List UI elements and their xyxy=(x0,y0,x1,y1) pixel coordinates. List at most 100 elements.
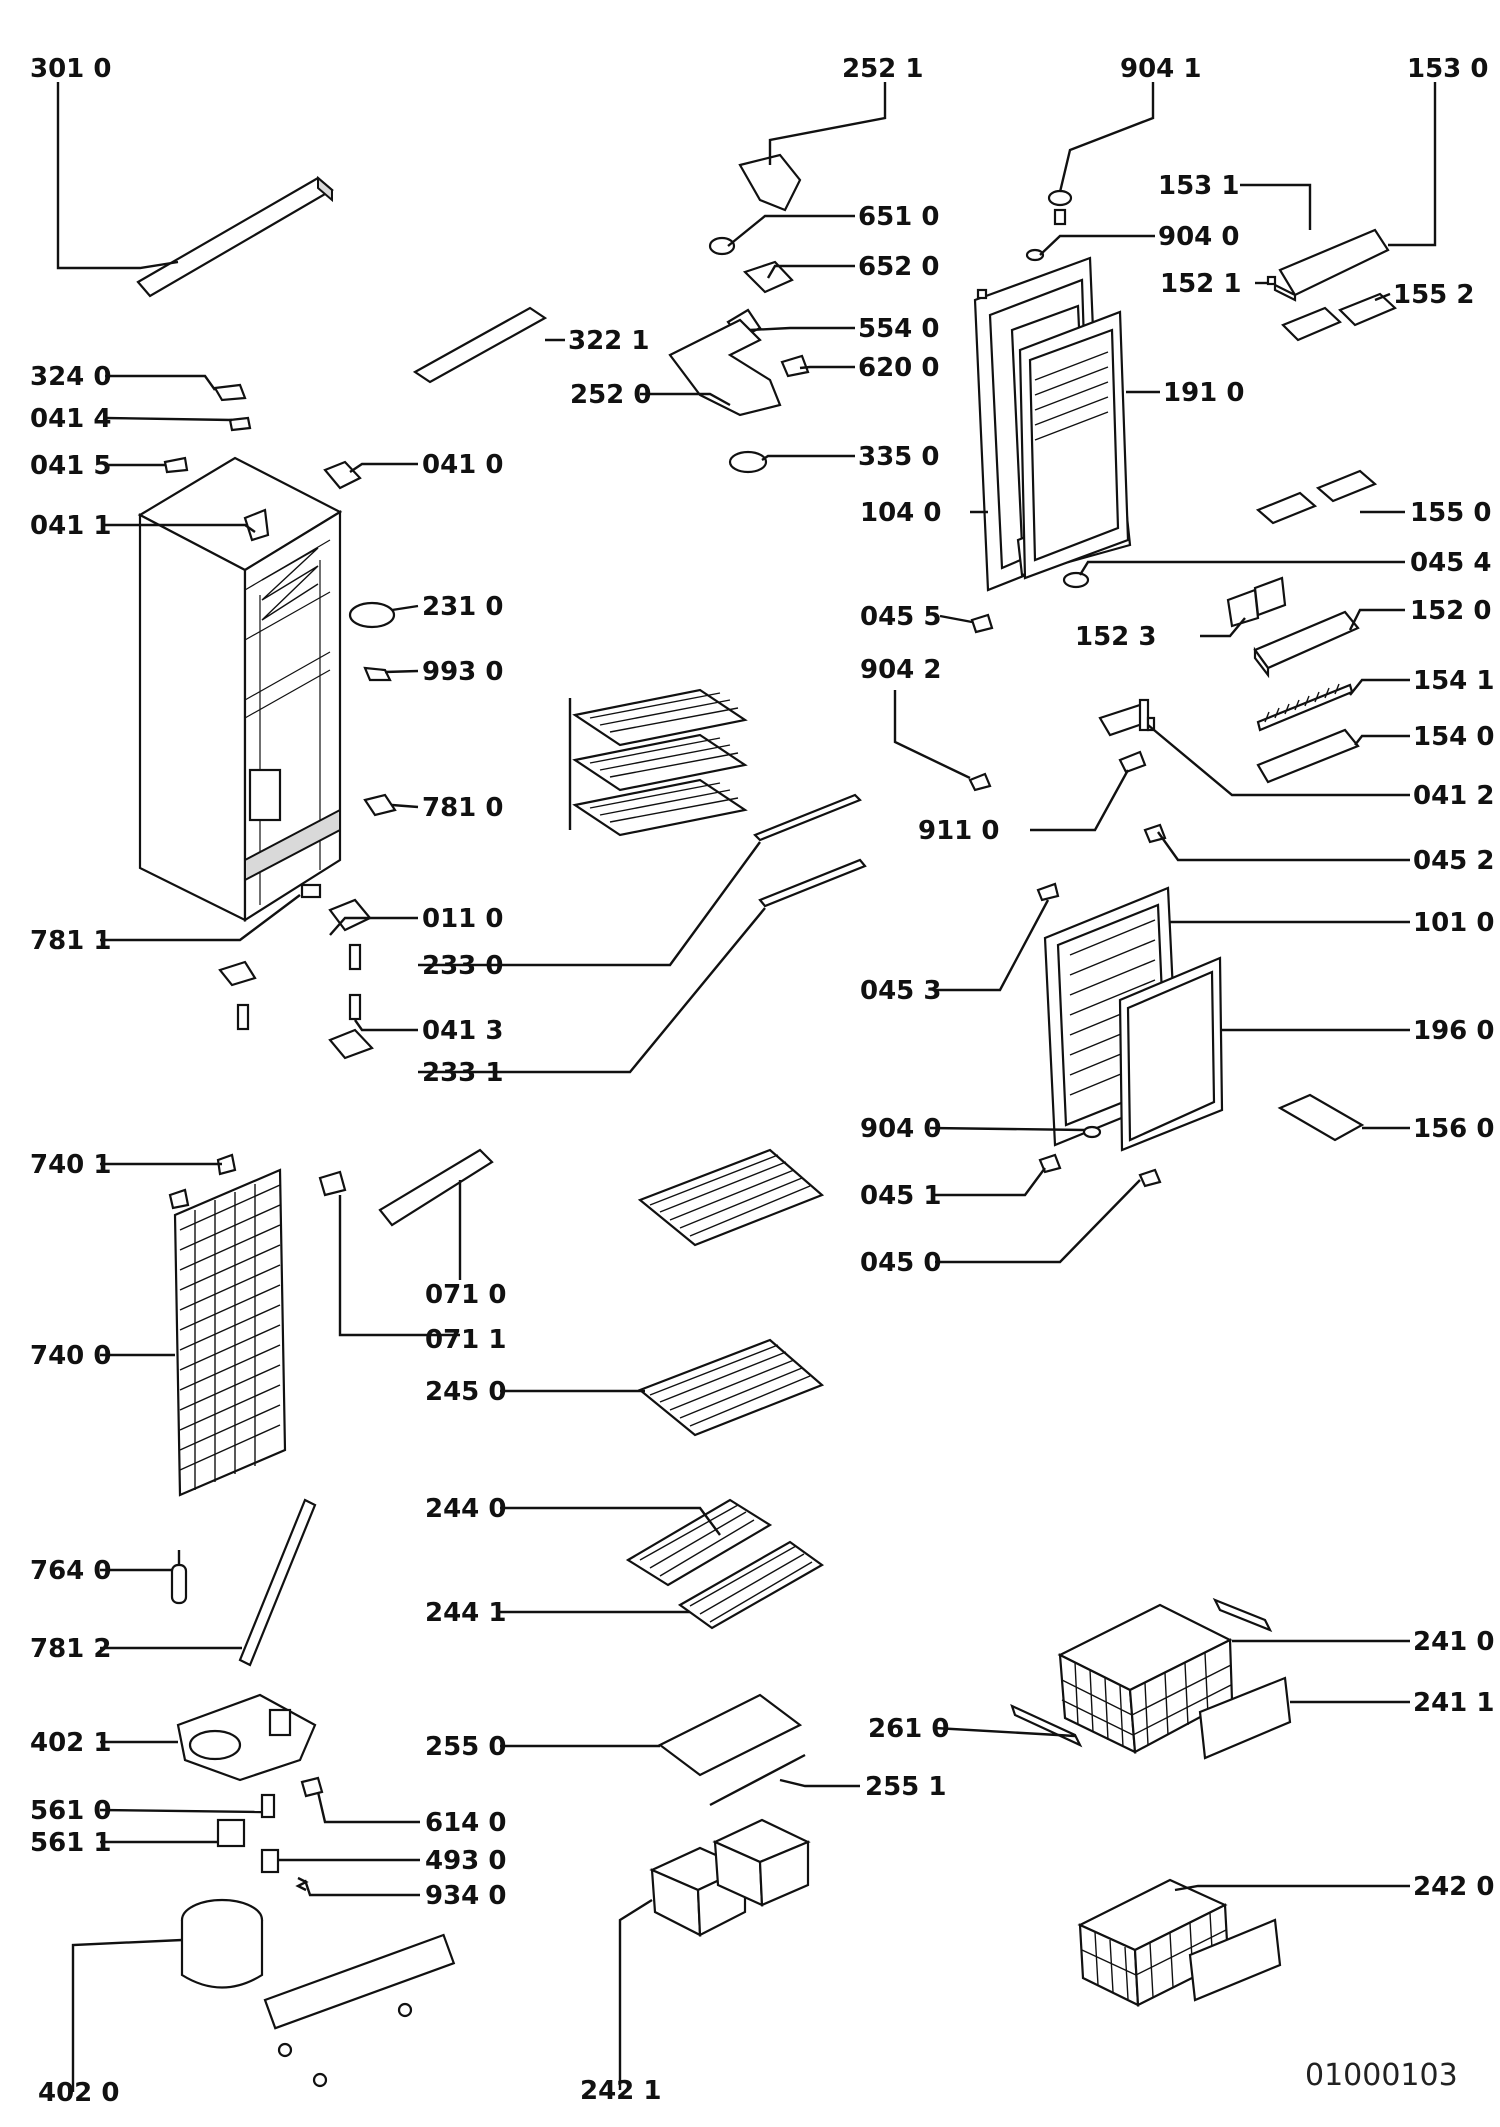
part-labels: 301 0 252 1 904 1 153 0 651 0 153 1 652 … xyxy=(30,54,1494,2108)
long-bar-part xyxy=(238,1498,317,1667)
freezer-shelves-wireframe xyxy=(568,688,867,908)
crisper-cover-parts xyxy=(657,1693,806,1807)
freezer-bracket-part xyxy=(1143,823,1167,844)
foot-part xyxy=(363,793,397,817)
label-241-0: 241 0 xyxy=(1413,1627,1494,1657)
label-764-0: 764 0 xyxy=(30,1556,111,1586)
label-041-1: 041 1 xyxy=(30,511,111,541)
label-904-0-lower: 904 0 xyxy=(860,1114,941,1144)
label-011-0: 011 0 xyxy=(422,904,503,934)
label-561-0: 561 0 xyxy=(30,1796,111,1826)
label-301-0: 301 0 xyxy=(30,54,111,84)
label-904-0-upper: 904 0 xyxy=(1158,222,1239,252)
rail-parts xyxy=(318,1148,494,1227)
label-620-0: 620 0 xyxy=(858,353,939,383)
fridge-door-part xyxy=(973,256,1132,592)
label-993-0: 993 0 xyxy=(422,657,503,687)
label-242-1: 242 1 xyxy=(580,2076,661,2106)
label-154-1: 154 1 xyxy=(1413,666,1494,696)
screw-part xyxy=(968,772,992,792)
small-clips-parts xyxy=(163,383,252,474)
condenser-part xyxy=(168,1153,287,1497)
small-screw-part xyxy=(363,666,392,682)
label-740-0: 740 0 xyxy=(30,1341,111,1371)
door-shelves-parts xyxy=(1226,576,1360,784)
label-335-0: 335 0 xyxy=(858,442,939,472)
bush-part xyxy=(1062,571,1090,589)
label-153-0: 153 0 xyxy=(1407,54,1488,84)
label-152-3: 152 3 xyxy=(1075,622,1156,652)
label-155-2: 155 2 xyxy=(1393,280,1474,310)
label-156-0: 156 0 xyxy=(1413,1114,1494,1144)
strip-part xyxy=(412,306,548,384)
drier-part xyxy=(170,1550,188,1605)
label-045-2: 045 2 xyxy=(1413,846,1494,876)
label-934-0: 934 0 xyxy=(425,1881,506,1911)
feet-and-hinge-parts xyxy=(218,883,374,1060)
thermostat-cover-part xyxy=(738,153,802,212)
label-041-0: 041 0 xyxy=(422,450,503,480)
label-152-1: 152 1 xyxy=(1160,269,1241,299)
label-191-0: 191 0 xyxy=(1163,378,1244,408)
label-781-0: 781 0 xyxy=(422,793,503,823)
label-904-1: 904 1 xyxy=(1120,54,1201,84)
label-041-5: 041 5 xyxy=(30,451,111,481)
label-554-0: 554 0 xyxy=(858,314,939,344)
label-402-0: 402 0 xyxy=(38,2078,119,2108)
cabinet-body-part xyxy=(137,456,343,922)
label-045-1: 045 1 xyxy=(860,1181,941,1211)
top-trim-bar-part xyxy=(136,175,334,298)
label-740-1: 740 1 xyxy=(30,1150,111,1180)
label-781-1: 781 1 xyxy=(30,926,111,956)
glass-shelves-parts xyxy=(625,1148,825,1630)
label-071-1: 071 1 xyxy=(425,1325,506,1355)
door-shelf-top-parts xyxy=(1266,228,1397,342)
label-244-0: 244 0 xyxy=(425,1494,506,1524)
label-071-0: 071 0 xyxy=(425,1280,506,1310)
bracket-part xyxy=(970,613,994,634)
label-614-0: 614 0 xyxy=(425,1808,506,1838)
label-261-0: 261 0 xyxy=(868,1714,949,1744)
label-041-2: 041 2 xyxy=(1413,781,1494,811)
label-152-0: 152 0 xyxy=(1410,596,1491,626)
label-041-3: 041 3 xyxy=(422,1016,503,1046)
label-781-2: 781 2 xyxy=(30,1634,111,1664)
electrical-small-parts xyxy=(216,1776,324,1892)
label-324-0: 324 0 xyxy=(30,362,111,392)
label-561-1: 561 1 xyxy=(30,1828,111,1858)
label-255-0: 255 0 xyxy=(425,1732,506,1762)
crisper-boxes-parts xyxy=(649,1818,811,1937)
freezer-door-part xyxy=(1036,882,1224,1152)
label-652-0: 652 0 xyxy=(858,252,939,282)
knob-part xyxy=(1025,189,1073,262)
label-154-0: 154 0 xyxy=(1413,722,1494,752)
label-244-1: 244 1 xyxy=(425,1598,506,1628)
label-252-1: 252 1 xyxy=(842,54,923,84)
label-045-3: 045 3 xyxy=(860,976,941,1006)
label-045-0: 045 0 xyxy=(860,1248,941,1278)
compressor-part xyxy=(180,1898,456,2088)
label-101-0: 101 0 xyxy=(1413,908,1494,938)
label-402-1: 402 1 xyxy=(30,1728,111,1758)
freezer-basket-upper-parts xyxy=(1010,1597,1292,1760)
label-041-4: 041 4 xyxy=(30,404,111,434)
label-241-1: 241 1 xyxy=(1413,1688,1494,1718)
label-231-0: 231 0 xyxy=(422,592,503,622)
label-493-0: 493 0 xyxy=(425,1846,506,1876)
label-233-1: 233 1 xyxy=(422,1058,503,1088)
label-322-1: 322 1 xyxy=(568,326,649,356)
drawing-code: 01000103 xyxy=(1305,2058,1458,2093)
label-045-4: 045 4 xyxy=(1410,548,1491,578)
drip-tray-part xyxy=(176,1693,317,1782)
lamp-cover-part xyxy=(348,601,396,629)
label-153-1: 153 1 xyxy=(1158,171,1239,201)
label-155-0: 155 0 xyxy=(1410,498,1491,528)
label-911-0: 911 0 xyxy=(918,816,999,846)
label-104-0: 104 0 xyxy=(860,498,941,528)
label-255-1: 255 1 xyxy=(865,1772,946,1802)
ice-tray-part xyxy=(1277,1093,1365,1142)
freezer-basket-lower-parts xyxy=(1077,1878,1282,2007)
thermostat-components xyxy=(668,236,810,474)
label-245-0: 245 0 xyxy=(425,1377,506,1407)
